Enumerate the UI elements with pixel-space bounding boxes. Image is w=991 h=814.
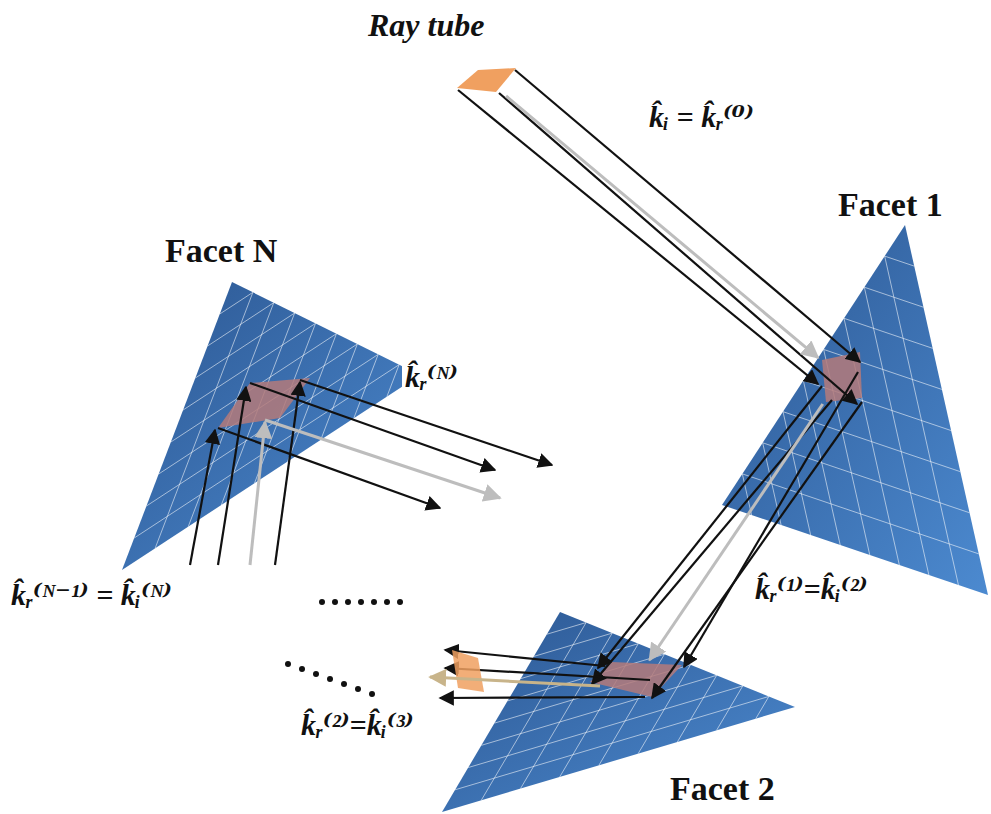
mesh-line (742, 474, 978, 554)
dot (285, 661, 291, 667)
mesh-line (763, 443, 970, 513)
continuation-dots (285, 599, 403, 697)
mesh-line (885, 256, 915, 266)
mesh-line (481, 623, 586, 801)
node-label: Ray tube (368, 8, 484, 43)
wave-vector-label: k̂ᵣ⁽ᴺ⁻¹⁾ = k̂ᵢ⁽ᴺ⁾ (8, 578, 175, 611)
dot (345, 599, 351, 605)
mesh-line (220, 292, 253, 314)
ray-tube-cross-section (452, 650, 484, 692)
center-ray (250, 420, 500, 565)
node-label: Facet 1 (838, 186, 943, 223)
mesh-line (864, 287, 929, 575)
dot (371, 599, 377, 605)
facet-mesh (134, 256, 979, 800)
facet: Facet N (215, 376, 312, 430)
facet-triangle (122, 282, 420, 570)
wave-vector-label: k̂ᵣ⁽²⁾=k̂ᵢ⁽³⁾ (298, 708, 417, 741)
dot (319, 599, 325, 605)
mesh-line (159, 344, 358, 474)
wave-vector-label: k̂ᵣ⁽ᴺ⁾ (402, 360, 461, 393)
mesh-line (844, 318, 933, 348)
dot (341, 681, 347, 687)
dot (299, 666, 305, 672)
mesh-line (146, 354, 378, 506)
center-ray (650, 404, 823, 660)
mesh-line (387, 365, 399, 397)
facet: Facet 1 (818, 350, 864, 404)
ray-tube: Ray tube (455, 64, 519, 96)
node-label: Facet N (165, 232, 277, 269)
mesh-line (171, 334, 337, 442)
dot (369, 691, 375, 697)
mesh-line (885, 256, 959, 585)
edge-label: k̂ᵢ = k̂ᵣ⁽⁰⁾ (646, 100, 757, 133)
dot (327, 676, 333, 682)
dot (355, 686, 361, 692)
mesh-line (195, 313, 294, 378)
ray-tube-cross-section (457, 68, 516, 92)
dot (397, 599, 403, 605)
facet: Facet 2 (588, 660, 684, 700)
dot (313, 671, 319, 677)
facet-triangles (122, 225, 988, 812)
dot (384, 599, 390, 605)
center-ray (430, 677, 600, 686)
dot (332, 599, 338, 605)
dot (358, 599, 364, 605)
edge-label: k̂ᵣ⁽¹⁾=k̂ᵢ⁽²⁾ (752, 572, 871, 605)
center-ray (506, 96, 818, 358)
node-label: Facet 2 (670, 770, 775, 807)
